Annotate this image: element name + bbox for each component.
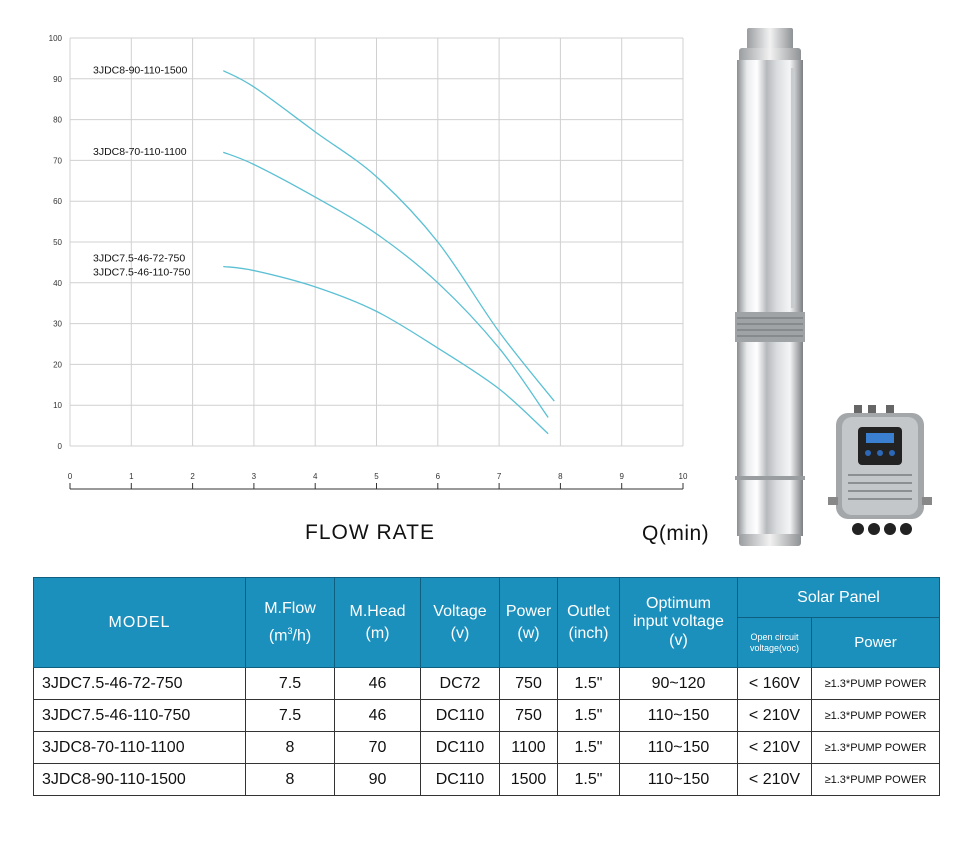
controller-image xyxy=(828,405,932,535)
cell-solar-power: ≥1.3*PUMP POWER xyxy=(811,731,940,764)
table-row: 3JDC8-90-110-1500 8 90 DC110 1500 1.5" 1… xyxy=(33,763,940,796)
cell-voltage: DC110 xyxy=(420,763,500,796)
cell-head: 46 xyxy=(334,699,421,732)
cell-model: 3JDC7.5-46-72-750 xyxy=(33,667,246,700)
cell-solar-power: ≥1.3*PUMP POWER xyxy=(811,667,940,700)
x-tick-label: 2 xyxy=(190,472,195,481)
y-tick-label: 100 xyxy=(49,34,63,43)
cell-outlet: 1.5" xyxy=(557,667,620,700)
cell-power: 1100 xyxy=(499,731,558,764)
header-solar-panel: Solar Panel xyxy=(737,577,940,618)
header-outlet: Outlet (inch) xyxy=(557,577,620,668)
series-label: 3JDC8-70-110-1100 xyxy=(93,146,187,158)
cell-voltage: DC110 xyxy=(420,731,500,764)
series-label: 3JDC7.5-46-110-750 xyxy=(93,266,190,278)
header-model: MODEL xyxy=(33,577,246,668)
cell-optimum: 90~120 xyxy=(619,667,738,700)
y-tick-label: 0 xyxy=(58,442,63,451)
cell-solar-power: ≥1.3*PUMP POWER xyxy=(811,763,940,796)
x-tick-label: 5 xyxy=(374,472,379,481)
x-tick-label: 7 xyxy=(497,472,502,481)
table-header: MODEL M.Flow (m3/h) M.Head (m) Voltage (… xyxy=(33,577,940,668)
table-row: 3JDC7.5-46-72-750 7.5 46 DC72 750 1.5" 9… xyxy=(33,667,940,700)
chart-svg: 0 10 20 30 40 50 60 70 80 90 100 0 1 2 3 4 5 6 7 8 9 10 3JDC8-… xyxy=(49,34,688,490)
cell-solar-power: ≥1.3*PUMP POWER xyxy=(811,699,940,732)
cell-power: 1500 xyxy=(499,763,558,796)
y-tick-label: 80 xyxy=(53,116,62,125)
cell-voc: < 210V xyxy=(737,763,812,796)
header-optimum: Optimum input voltage (v) xyxy=(619,577,738,668)
header-flow: M.Flow (m3/h) xyxy=(245,577,335,668)
cell-power: 750 xyxy=(499,667,558,700)
spec-table: MODEL M.Flow (m3/h) M.Head (m) Voltage (… xyxy=(33,577,940,796)
cell-flow: 8 xyxy=(245,763,335,796)
series-label: 3JDC7.5-46-72-750 xyxy=(93,252,185,264)
cell-flow: 7.5 xyxy=(245,699,335,732)
cell-voltage: DC72 xyxy=(420,667,500,700)
header-head: M.Head (m) xyxy=(334,577,421,668)
cell-voltage: DC110 xyxy=(420,699,500,732)
curve-line xyxy=(223,151,549,418)
table-row: 3JDC7.5-46-110-750 7.5 46 DC110 750 1.5"… xyxy=(33,699,940,732)
performance-chart: 0 10 20 30 40 50 60 70 80 90 100 0 1 2 3 4 5 6 7 8 9 10 3JDC8-… xyxy=(0,0,720,560)
cell-head: 90 xyxy=(334,763,421,796)
x-axis-title: FLOW RATE xyxy=(305,521,435,544)
cell-head: 70 xyxy=(334,731,421,764)
cell-flow: 7.5 xyxy=(245,667,335,700)
x-axis-unit: Q(min) xyxy=(642,522,710,545)
header-voc: Open circuit voltage(voc) xyxy=(737,617,812,668)
x-tick-label: 9 xyxy=(619,472,624,481)
cell-optimum: 110~150 xyxy=(619,699,738,732)
x-tick-label: 1 xyxy=(129,472,134,481)
x-tick-label: 8 xyxy=(558,472,563,481)
series-label: 3JDC8-90-110-1500 xyxy=(93,65,188,77)
curve-line xyxy=(222,70,555,402)
header-power: Power (w) xyxy=(499,577,558,668)
x-tick-label: 0 xyxy=(68,472,73,481)
header-solar-power: Power xyxy=(811,617,940,668)
cell-power: 750 xyxy=(499,699,558,732)
cell-voc: < 210V xyxy=(737,699,812,732)
x-tick-label: 4 xyxy=(313,472,318,481)
y-tick-label: 10 xyxy=(53,401,62,410)
submersible-pump-image xyxy=(735,28,805,546)
cell-voc: < 160V xyxy=(737,667,812,700)
cell-head: 46 xyxy=(334,667,421,700)
y-tick-label: 20 xyxy=(53,360,62,369)
cell-outlet: 1.5" xyxy=(557,731,620,764)
y-tick-label: 50 xyxy=(53,238,62,247)
curve-line xyxy=(223,265,549,435)
cell-model: 3JDC8-90-110-1500 xyxy=(33,763,246,796)
x-tick-label: 10 xyxy=(679,472,688,481)
cell-model: 3JDC7.5-46-110-750 xyxy=(33,699,246,732)
cell-flow: 8 xyxy=(245,731,335,764)
table-body: 3JDC7.5-46-72-750 7.5 46 DC72 750 1.5" 9… xyxy=(33,667,940,796)
y-tick-label: 40 xyxy=(53,279,62,288)
y-tick-label: 90 xyxy=(53,75,62,84)
y-tick-label: 30 xyxy=(53,320,62,329)
cell-outlet: 1.5" xyxy=(557,763,620,796)
cell-outlet: 1.5" xyxy=(557,699,620,732)
y-tick-label: 70 xyxy=(53,156,62,165)
cell-voc: < 210V xyxy=(737,731,812,764)
x-tick-label: 3 xyxy=(252,472,257,481)
y-tick-label: 60 xyxy=(53,197,62,206)
header-voltage: Voltage (v) xyxy=(420,577,500,668)
cell-optimum: 110~150 xyxy=(619,763,738,796)
cell-model: 3JDC8-70-110-1100 xyxy=(33,731,246,764)
table-row: 3JDC8-70-110-1100 8 70 DC110 1100 1.5" 1… xyxy=(33,731,940,764)
x-tick-label: 6 xyxy=(436,472,441,481)
cell-optimum: 110~150 xyxy=(619,731,738,764)
